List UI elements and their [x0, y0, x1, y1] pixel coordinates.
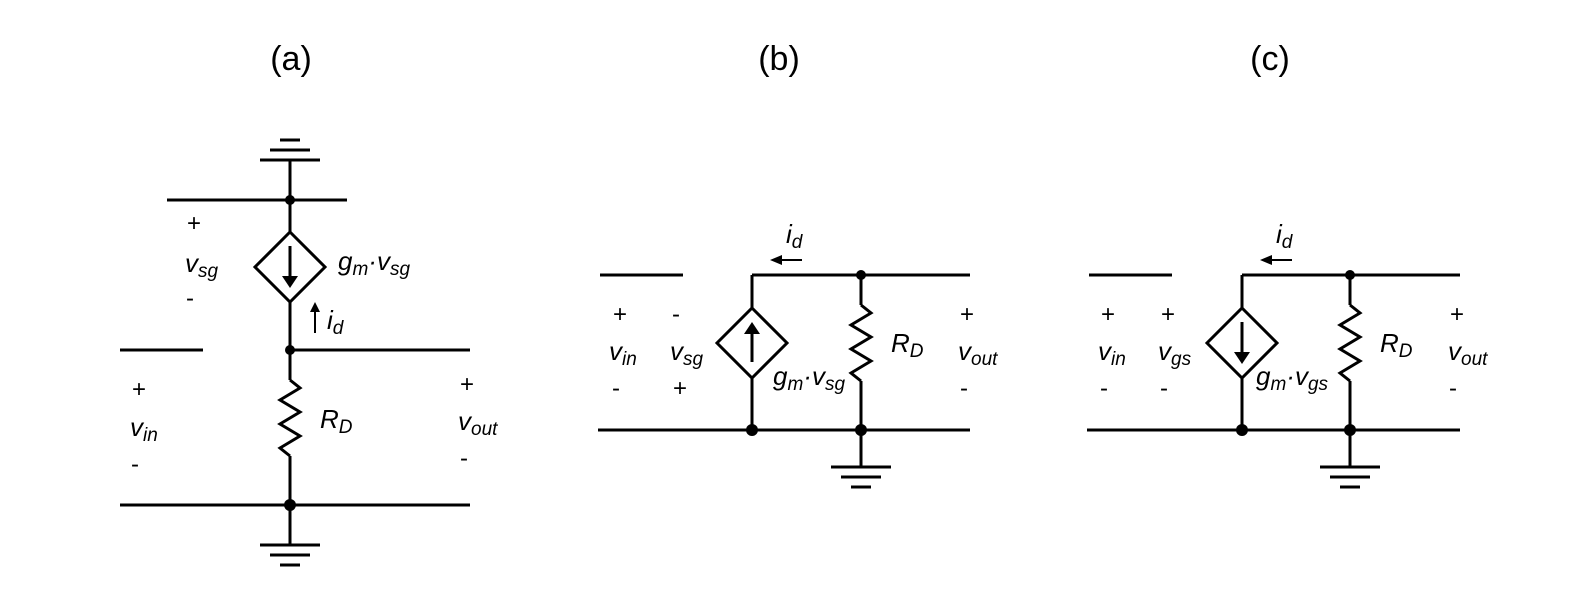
vin-plus: + [613, 301, 627, 328]
vin-plus: + [1101, 301, 1115, 328]
vin-label: vin [1098, 336, 1126, 370]
node-dot [746, 424, 758, 436]
vout-plus: + [460, 371, 474, 398]
vin-minus: - [612, 375, 620, 402]
vin-plus: + [132, 376, 146, 403]
id-label: id [1276, 219, 1294, 253]
panel-c-caption: (c) [1250, 40, 1290, 78]
vsg-label: vsg [185, 248, 219, 282]
vgs-minus: - [1160, 375, 1168, 402]
ground-icon [1320, 430, 1380, 489]
vin-minus: - [131, 451, 139, 478]
panel-b: (b) id [598, 40, 998, 489]
panel-a-caption: (a) [270, 40, 312, 78]
resistor-icon [1337, 303, 1363, 383]
id-label: id [327, 305, 345, 339]
vout-label: vout [958, 336, 998, 370]
vout-plus: + [1450, 301, 1464, 328]
vin-label: vin [609, 336, 637, 370]
vsg-plus: + [187, 210, 201, 237]
rd-label: RD [891, 328, 924, 362]
vout-label: vout [1448, 336, 1488, 370]
arrow-icon [770, 255, 802, 265]
rd-label: RD [320, 404, 353, 438]
arrow-icon [1260, 255, 1292, 265]
vin-label: vin [130, 412, 158, 446]
node-dot [1236, 424, 1248, 436]
source-label: gm·vsg [773, 361, 845, 395]
dependent-current-source-icon [252, 229, 328, 305]
id-label: id [786, 219, 804, 253]
vsg-plus: + [673, 375, 687, 402]
vin-minus: - [1100, 375, 1108, 402]
vsg-label: vsg [670, 336, 704, 370]
panel-c: (c) id [1087, 40, 1488, 489]
ground-icon [260, 138, 320, 200]
vout-plus: + [960, 301, 974, 328]
resistor-icon [277, 378, 303, 458]
resistor-icon [848, 303, 874, 383]
rd-label: RD [1380, 328, 1413, 362]
arrow-icon [310, 302, 320, 333]
vout-minus: - [460, 445, 468, 472]
source-label: gm·vsg [338, 246, 410, 280]
vout-minus: - [1449, 375, 1457, 402]
vout-label: vout [458, 406, 498, 440]
vout-minus: - [960, 375, 968, 402]
panel-b-caption: (b) [758, 40, 800, 78]
source-label: gm·vgs [1256, 361, 1329, 395]
vgs-plus: + [1161, 301, 1175, 328]
panel-a: (a) [120, 40, 498, 567]
ground-icon [831, 430, 891, 489]
vgs-label: vgs [1158, 336, 1192, 370]
vsg-minus: - [672, 301, 680, 328]
ground-icon [260, 505, 320, 567]
vsg-minus: - [186, 285, 194, 312]
